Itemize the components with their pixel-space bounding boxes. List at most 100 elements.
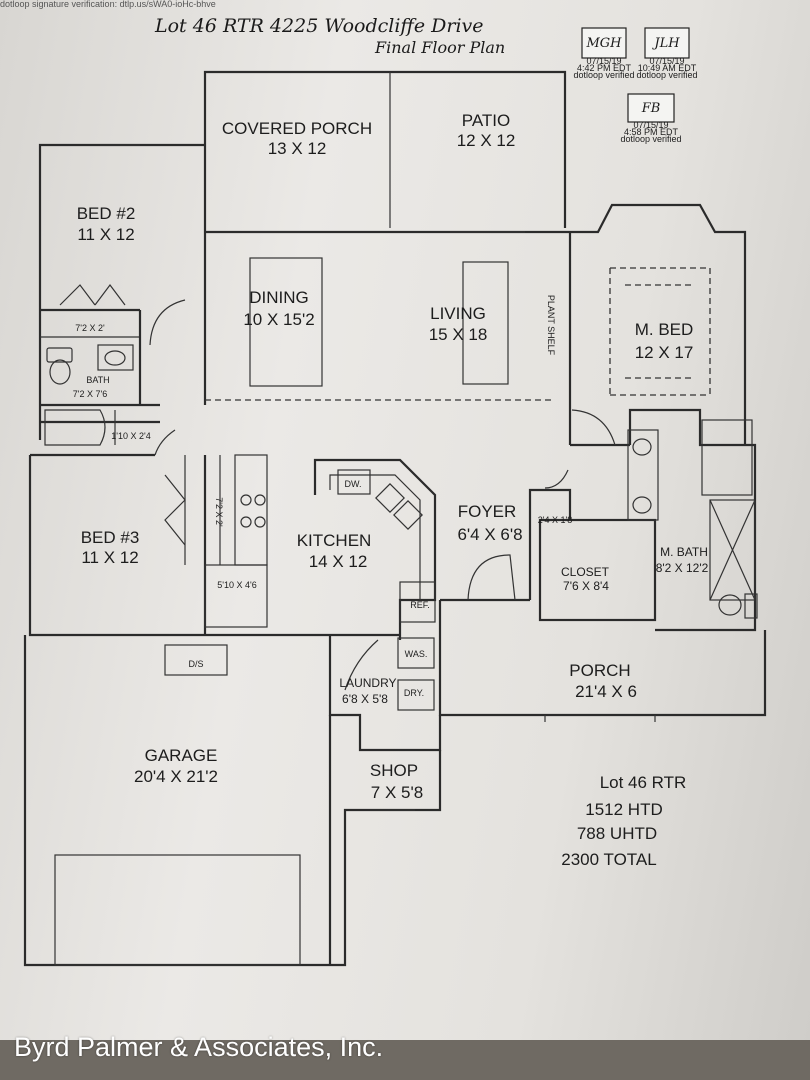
shower-x-2 [709,499,756,601]
living-name: LIVING [430,304,486,323]
garage-name: GARAGE [145,746,218,765]
bed2-name: BED #2 [77,204,136,223]
verification-text: dotloop signature verification: dtlp.us/… [0,0,216,9]
bathtub-icon [44,409,106,446]
closet-d-door [544,469,569,489]
bed3-size: 11 X 12 [81,548,138,567]
linen-closet [234,454,268,566]
bath-size: 7'2 X 7'6 [73,389,107,399]
stamp-2-label: dotloop verified [636,70,697,80]
closet-door-a1 [59,284,96,306]
closet-name: CLOSET [561,565,610,579]
hvac-icon-1 [240,494,252,506]
stove-burner-1 [375,483,405,513]
refrigerator [399,581,436,623]
handwritten-title: Lot 46 RTR 4225 Woodcliffe Drive [154,15,484,37]
pantry-size: 5'10 X 4'6 [217,580,256,590]
covered-porch-name: COVERED PORCH [222,119,372,138]
porch-size: 21'4 X 6 [575,682,637,701]
closet-c-size: 7'2 X 2' [214,497,224,527]
pantry [204,564,268,628]
entry-door-swing [467,554,516,601]
summary-title: Lot 46 RTR [600,773,687,792]
laundry-size: 6'8 X 5'8 [342,692,388,706]
vanity-icon [97,344,134,371]
stamp-3-initials: FB [641,101,661,116]
dining-table-icon [249,257,323,387]
bed3-name: BED #3 [81,528,140,547]
living-rug-icon [462,261,509,385]
mbath-toilet-tank [744,593,758,619]
kitchen-name: KITCHEN [297,531,372,550]
laundry-door-swing [344,639,379,691]
master-bath-size: 8'2 X 12'2 [656,561,709,575]
master-door-swing [571,409,616,446]
stamp-1-label: dotloop verified [573,70,634,80]
shop-name: SHOP [370,761,418,780]
patio-name: PATIO [462,111,511,130]
closet-a-size: 7'2 X 2' [75,323,105,333]
summary-unheated: 788 UHTD [577,824,657,843]
washer-label: WAS. [405,649,428,659]
ds-label: D/S [188,659,203,669]
closet-door-a2 [94,284,126,306]
bed2-door-swing [149,299,186,346]
covered-porch-size: 13 X 12 [268,139,327,158]
foyer-name: FOYER [458,502,517,521]
shop-size: 7 X 5'8 [371,783,423,802]
mbath-toilet-icon [718,594,742,616]
sink-icon [104,350,126,366]
laundry-name: LAUNDRY [339,676,396,690]
summary-heated: 1512 HTD [585,800,662,819]
stamp-2-date: 07/15/19 [649,56,684,66]
garage-size: 20'4 X 21'2 [134,767,218,786]
master-bed-size: 12 X 17 [635,343,694,362]
floor-plan-drawing: Lot 46 RTR 4225 Woodcliffe Drive Final F… [23,15,767,967]
ds-box [164,644,228,676]
closet-size: 7'6 X 8'4 [563,579,609,593]
porch-name: PORCH [569,661,630,680]
toilet-tank-icon [46,347,73,363]
mbath-sink-2 [632,496,652,514]
stamp-3-label: dotloop verified [620,134,681,144]
front-porch-walls [438,600,767,717]
summary-total: 2300 TOTAL [561,850,656,869]
hvac-icon-4 [254,516,266,528]
dw-label: DW. [345,479,362,489]
dining-name: DINING [249,288,309,307]
toilet-icon [49,359,71,385]
stamp-2-time: 10:49 AM EDT [638,63,697,73]
stamp-3-time: 4:58 PM EDT [624,127,679,137]
walk-in-closet [538,518,657,622]
garage-door-opening [54,854,301,966]
mbath-linen [701,419,753,496]
signature-stamp-3: FB 07/15/19 4:58 PM EDT dotloop verified [620,93,682,144]
double-vanity [627,429,659,521]
stamp-1-date: 07/15/19 [586,56,621,66]
closet-b-size: 1'10 X 2'4 [111,431,150,441]
garage-walls [23,635,442,967]
kitchen-size: 14 X 12 [309,552,368,571]
washer [397,637,435,669]
bed3-door-swing [154,429,176,456]
foyer-size: 6'4 X 6'8 [457,525,522,544]
laundry-walls [328,635,442,752]
ref-label: REF. [410,600,430,610]
closet-d-size: 2'4 X 1'8 [538,515,572,525]
floor-plan-paper: dotloop signature verification: dtlp.us/… [0,0,810,1040]
kitchen-counter [313,458,437,640]
signature-stamp-1: MGH 07/15/19 4:42 PM EDT dotloop verifie… [573,27,635,80]
stamp-1-time: 4:42 PM EDT [577,63,632,73]
signature-stamp-2: JLH 07/15/19 10:49 AM EDT dotloop verifi… [636,27,698,80]
bed2-walls [38,143,205,440]
kitchen-counter-inner [329,474,421,600]
living-size: 15 X 18 [429,325,488,344]
bed3-closet-doors [164,474,186,546]
patio-size: 12 X 12 [457,131,516,150]
master-bed-name: M. BED [635,320,694,339]
company-watermark: Byrd Palmer & Associates, Inc. [14,1032,384,1062]
stamp-3-date: 07/15/19 [633,120,668,130]
mbath-sink-1 [632,438,652,456]
porch-patio-walls [203,70,567,232]
dining-size: 10 X 15'2 [243,310,314,329]
